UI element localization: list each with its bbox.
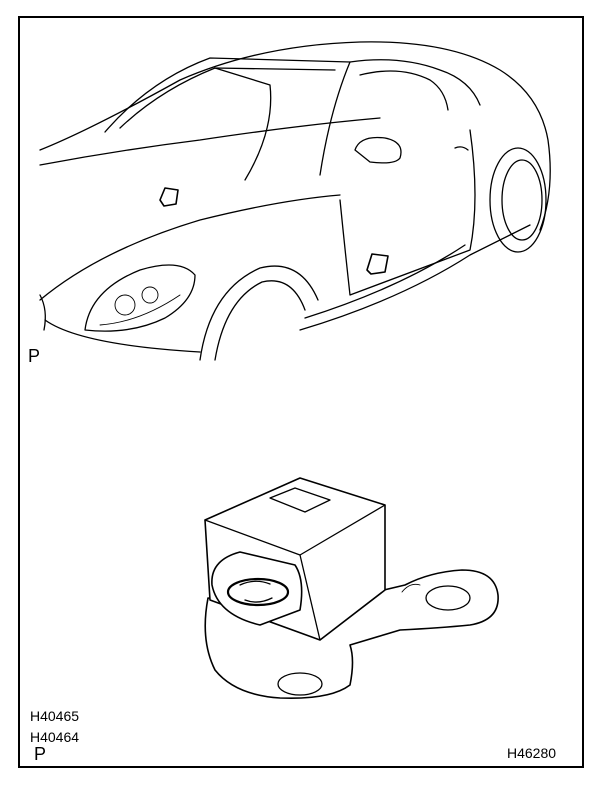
figure-frame: [18, 16, 584, 768]
view-marker-bottom: P: [34, 744, 47, 764]
figure-code-1: H40465: [30, 708, 80, 724]
view-marker-top: P: [28, 346, 41, 366]
figure-code-3: H46280: [507, 745, 557, 761]
figure-code-2: H40464: [30, 729, 80, 745]
vehicle-illustration: [39, 41, 551, 361]
